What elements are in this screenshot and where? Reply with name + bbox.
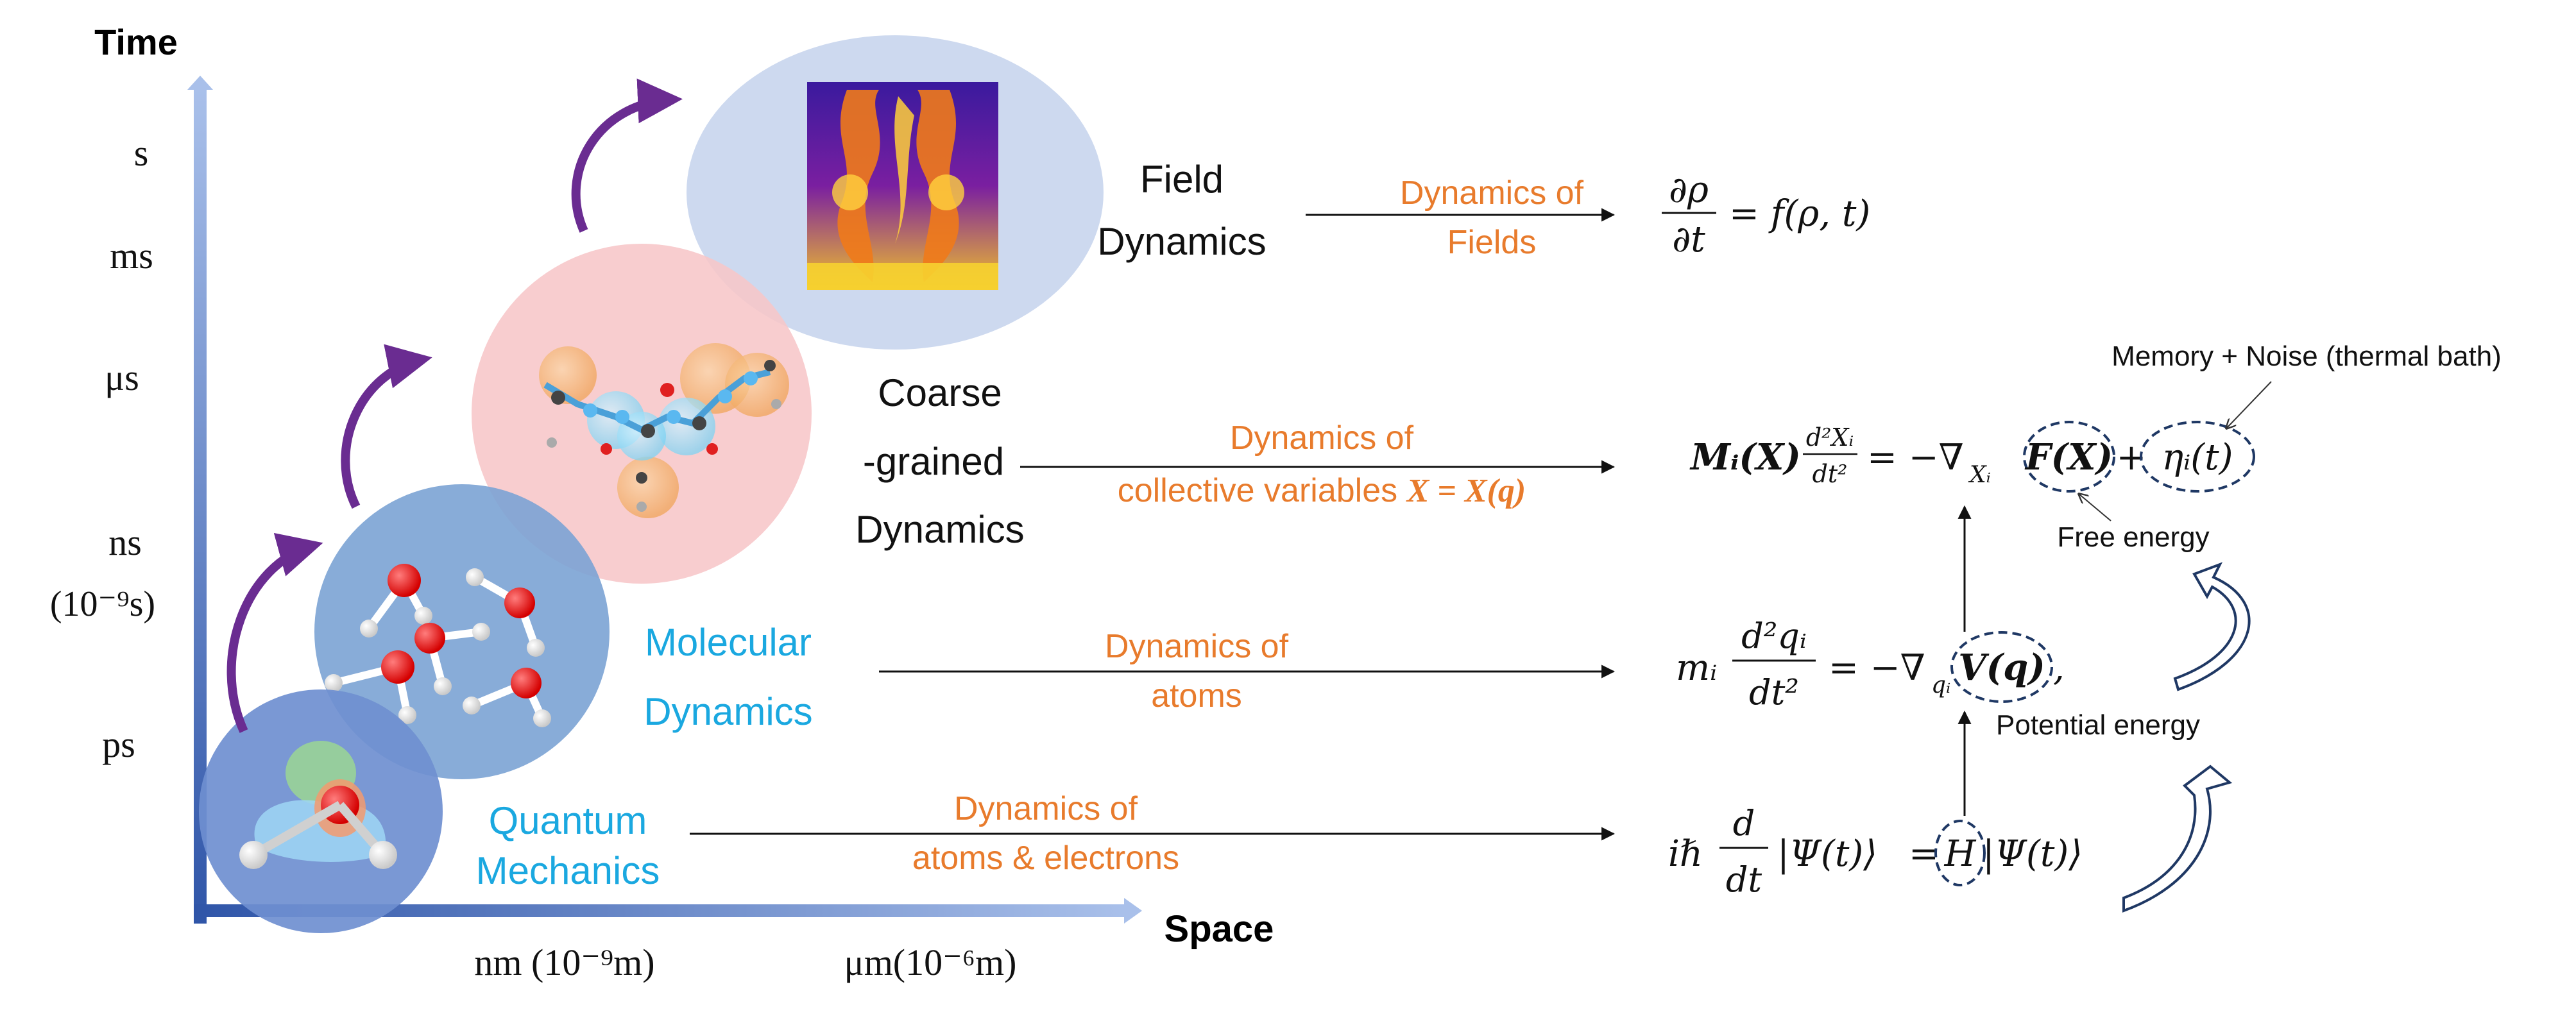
time-axis-label: Time: [94, 22, 178, 62]
molecular-arrow-label-line1: Dynamics of: [1105, 628, 1289, 665]
memory-noise-annotation: Memory + Noise (thermal bath): [2111, 341, 2502, 372]
field-image: [807, 82, 998, 290]
coarse-arrow-label-math: X = X(q): [1406, 473, 1526, 509]
field-eq-numerator: ∂ρ: [1669, 169, 1709, 211]
molecular-equation: mᵢ d²qᵢ dt² = −∇ qᵢ V(q) ,: [1676, 616, 2065, 713]
field-equation: ∂ρ ∂t = f(ρ, t): [1662, 169, 1870, 260]
quantum-arrow-label-line2: atoms & electrons: [912, 840, 1179, 877]
molecular-eq-numerator: d²qᵢ: [1741, 616, 1807, 656]
quantum-equation: iℏ d dt |Ψ(t)⟩ = H |Ψ(t)⟩: [1668, 803, 2083, 900]
time-tick-ns: ns: [108, 521, 142, 563]
orbital-molecule: [239, 741, 397, 869]
field-label-line2: Dynamics: [1097, 220, 1266, 263]
quantum-eq-numerator: d: [1733, 803, 1755, 843]
quantum-eq-psi-right: |Ψ(t)⟩: [1983, 833, 2083, 875]
free-energy-ellipse: [2023, 421, 2115, 493]
quantum-eq-ihbar: iℏ: [1668, 833, 1703, 875]
coarse-arrow-label-line1: Dynamics of: [1230, 419, 1414, 457]
coarse-label-line3: Dynamics: [855, 508, 1024, 551]
quantum-eq-psi-left: |Ψ(t)⟩: [1777, 833, 1877, 875]
qm-to-md-curve-arrow: [226, 533, 323, 733]
coarse-eq-lhs: Mᵢ(X): [1689, 436, 1801, 478]
coarse-grained-molecule: [539, 343, 789, 518]
time-axis-arrowhead: [187, 76, 213, 90]
space-tick-um: μm(10⁻⁶m): [844, 942, 1017, 983]
field-arrow-label-line1: Dynamics of: [1400, 174, 1584, 212]
md-to-cg-curve-arrow: [341, 344, 432, 509]
space-axis-arrowhead: [1124, 898, 1142, 924]
molecular-arrow-label-line2: atoms: [1151, 677, 1242, 714]
molecular-label-line1: Molecular: [645, 621, 812, 664]
quantum-eq-denominator: dt: [1726, 859, 1762, 900]
field-label-line1: Field: [1140, 158, 1224, 201]
free-energy-pointer: [2079, 494, 2111, 521]
coarse-label-line1: Coarse: [878, 371, 1002, 414]
quantum-label-line1: Quantum: [489, 799, 647, 842]
hamiltonian-ellipse: [1934, 820, 1986, 886]
coarse-eq-numerator: d²Xᵢ: [1806, 423, 1854, 452]
time-axis: [194, 90, 207, 924]
molecular-eq-grad-subscript: qᵢ: [1931, 672, 1950, 698]
free-energy-annotation: Free energy: [2057, 521, 2209, 553]
molecular-eq-denominator: dt²: [1749, 672, 1799, 713]
coarse-eq-F: F(X): [2024, 436, 2113, 478]
coarse-eq-grad-subscript: Xᵢ: [1968, 462, 1991, 488]
memory-noise-pointer: [2226, 381, 2272, 428]
quantum-eq-H: H: [1944, 833, 1977, 875]
potential-energy-ellipse: [1950, 631, 2053, 703]
quantum-eq-equals: =: [1909, 833, 1939, 875]
time-tick-ms: ms: [110, 235, 153, 276]
space-tick-nm: nm (10⁻⁹m): [474, 942, 654, 983]
time-tick-ns-value: (10⁻⁹s): [50, 584, 155, 624]
field-eq-denominator: ∂t: [1672, 219, 1705, 260]
coarse-eq-eta: ηᵢ(t): [2162, 437, 2233, 478]
space-axis: [194, 904, 1124, 917]
time-tick-s: s: [134, 132, 149, 174]
potential-energy-annotation: Potential energy: [1996, 709, 2200, 741]
molecular-eq-minus-grad: = −∇: [1829, 647, 1925, 689]
coarse-equation: Mᵢ(X) d²Xᵢ dt² = −∇ Xᵢ F(X) + ηᵢ(t): [1689, 421, 2255, 493]
coarse-arrow-label-text: collective variables: [1118, 472, 1407, 509]
molecular-eq-comma: ,: [2053, 647, 2065, 689]
coarse-label-line2: -grained: [863, 440, 1004, 483]
molecular-label-line2: Dynamics: [644, 690, 812, 733]
molecular-eq-V: V(q): [1958, 646, 2045, 689]
molecular-eq-m: mᵢ: [1676, 647, 1717, 689]
quantum-arrow-label-line1: Dynamics of: [954, 790, 1138, 827]
upper-curved-outline-arrow: [2173, 562, 2251, 691]
field-eq-rhs: = f(ρ, t): [1729, 193, 1870, 235]
field-arrow-label-line2: Fields: [1447, 224, 1537, 261]
coarse-arrow-label-line2: collective variables X = X(q): [1118, 472, 1526, 509]
noise-ellipse: [2140, 421, 2255, 493]
quantum-label-line2: Mechanics: [476, 849, 660, 892]
time-tick-ps: ps: [102, 723, 135, 765]
coarse-eq-denominator: dt²: [1813, 460, 1848, 488]
cg-to-field-curve-arrow: [571, 78, 683, 233]
lower-curved-outline-arrow: [2122, 765, 2233, 913]
time-tick-us: μs: [105, 357, 139, 398]
coarse-eq-minus-grad: = −∇: [1867, 437, 1964, 478]
space-axis-label: Space: [1164, 908, 1274, 950]
water-molecules: [325, 564, 551, 727]
